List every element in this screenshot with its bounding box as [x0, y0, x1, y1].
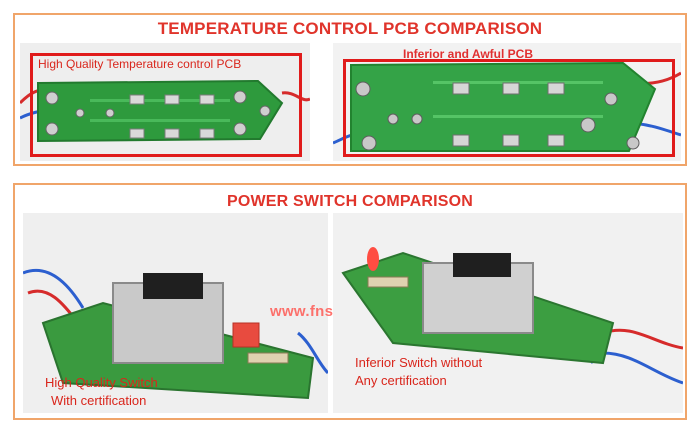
pcb-comparison-panel: TEMPERATURE CONTROL PCB COMPARISON: [13, 13, 687, 166]
good-switch-label-line2: With certification: [51, 393, 147, 408]
good-pcb-label: High Quality Temperature control PCB: [38, 57, 242, 71]
bad-switch-label-line2: Any certification: [355, 373, 447, 388]
good-pcb-photo: High Quality Temperature control PCB: [20, 43, 310, 161]
good-switch-label-line1: High Quality Switch: [45, 375, 158, 390]
switch-section-title: POWER SWITCH COMPARISON: [226, 193, 474, 210]
bad-pcb-photo: Inferior and Awful PCB: [333, 43, 681, 161]
switch-comparison-panel: POWER SWITCH COMPARISON High Quality Swi…: [13, 183, 687, 420]
bad-switch-photo: Inferior Switch without Any certificatio…: [333, 213, 683, 413]
bad-pcb-label: Inferior and Awful PCB: [403, 47, 534, 61]
bad-switch-label-line1: Inferior Switch without: [355, 355, 483, 370]
bad-pcb-highlight-box: [343, 59, 675, 157]
good-pcb-highlight-box: [30, 53, 302, 157]
pcb-section-title: TEMPERATURE CONTROL PCB COMPARISON: [157, 19, 543, 38]
good-switch-photo: High Quality Switch With certification: [23, 213, 328, 413]
